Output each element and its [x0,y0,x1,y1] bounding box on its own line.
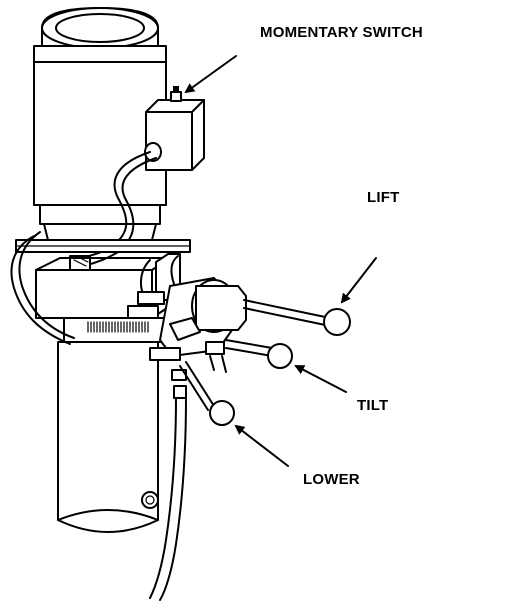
motor-top-cap [41,7,159,49]
momentary-switch-box [144,86,205,171]
motor-body [33,45,167,241]
tilt-label: TILT [357,397,389,414]
valve-assembly [127,253,247,399]
lower-label: LOWER [303,471,360,488]
switch-cable [69,151,157,271]
callout-arrows [184,55,377,467]
tilt-handle [225,339,293,369]
lower-arrow [234,424,289,467]
momentary-switch-label: MOMENTARY SWITCH [260,24,423,41]
drain-hose [149,397,187,601]
reservoir-tank [57,341,159,533]
lift-handle [243,299,351,336]
tilt-arrow [294,365,347,393]
momentary-switch-arrow [184,55,237,94]
lift-label: LIFT [367,189,400,206]
lower-handle [179,361,235,426]
lift-arrow [340,257,377,304]
